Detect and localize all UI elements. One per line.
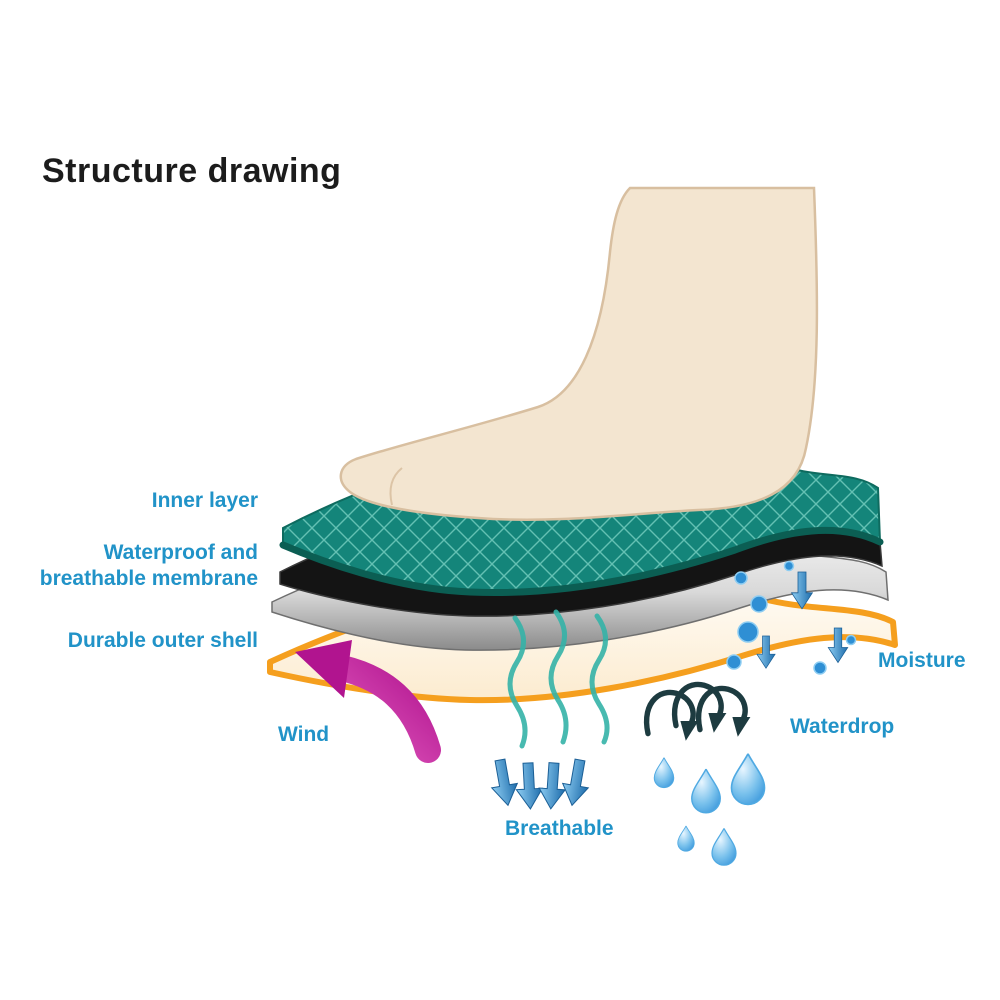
label-waterproof-line2: breathable membrane bbox=[39, 566, 258, 590]
breathable-steam-lines bbox=[507, 609, 610, 749]
water-droplets bbox=[653, 752, 766, 866]
wind-arrow bbox=[295, 640, 441, 763]
label-waterdrop: Waterdrop bbox=[790, 715, 895, 738]
label-breathable: Breathable bbox=[505, 817, 614, 840]
label-waterproof-membrane: Waterproof and breathable membrane bbox=[40, 540, 258, 591]
label-inner-layer: Inner layer bbox=[151, 489, 258, 512]
label-wind: Wind bbox=[278, 723, 330, 746]
diagram-title: Structure drawing bbox=[42, 152, 342, 190]
label-waterproof-line1: Waterproof and bbox=[103, 541, 258, 564]
foot-illustration bbox=[339, 186, 819, 522]
toe-line bbox=[389, 467, 403, 506]
label-moisture: Moisture bbox=[878, 649, 966, 672]
waterdrop-hook-arrows bbox=[647, 684, 751, 740]
breathable-arrows bbox=[486, 757, 594, 811]
moisture-dots bbox=[726, 560, 857, 675]
label-durable-outer-shell: Durable outer shell bbox=[67, 629, 258, 652]
